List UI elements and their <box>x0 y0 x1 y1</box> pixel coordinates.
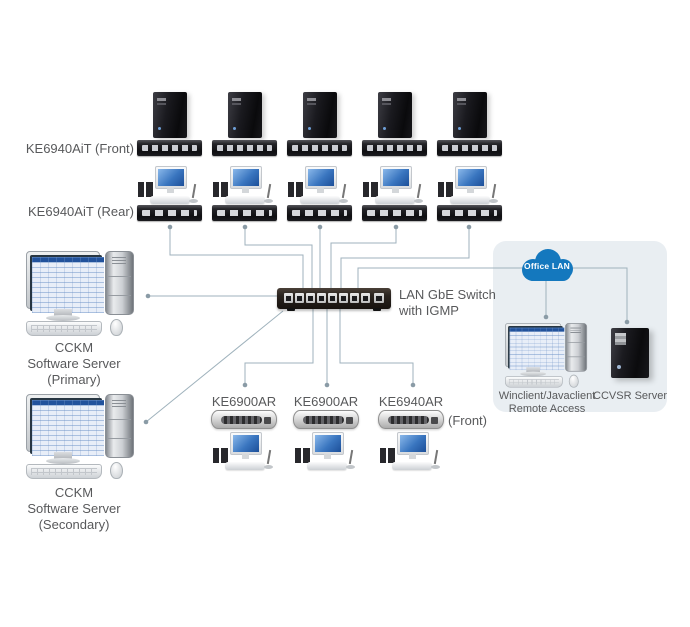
workstation-icon <box>438 166 501 204</box>
wire-rear5-to-switch <box>340 227 470 288</box>
ke6940ait-rear-unit-icon <box>212 205 277 221</box>
cckm-primary-computer-icon <box>26 251 138 339</box>
network-switch-icon <box>277 288 391 311</box>
label-ke6900ar-1: KE6900AR <box>211 394 277 409</box>
cckm-primary-line1: CCKM <box>54 340 94 355</box>
workstation-icon <box>213 432 276 470</box>
ke6940ait-front-unit-icon <box>437 140 502 156</box>
label-ke6940ait-rear: KE6940AiT (Rear) <box>28 204 134 219</box>
cckm-secondary-computer-icon <box>26 394 138 482</box>
switch-label-line1: LAN GbE Switch <box>399 287 496 302</box>
cckm-primary-line3: (Primary) <box>47 372 101 387</box>
ke6900ar-receiver-icon <box>293 410 359 429</box>
wire-switch-to-receiver1 <box>244 309 314 385</box>
label-cckm-secondary: CCKM Software Server (Secondary) <box>10 485 138 533</box>
ke6940ait-front-unit-icon <box>137 140 202 156</box>
label-front-note: (Front) <box>448 413 487 428</box>
ke6940ait-rear-unit-icon <box>137 205 202 221</box>
remote-access-line1: Winclient/Javaclient <box>498 390 596 402</box>
remote-access-line2: Remote Access <box>508 402 586 415</box>
kvm-column-3 <box>287 90 352 230</box>
wire-cckm-secondary-to-switch <box>145 310 284 423</box>
wire-cloud-to-ccvsr <box>570 267 628 322</box>
label-ke6940ait-front: KE6940AiT (Front) <box>25 141 134 156</box>
wire-rear1-to-switch <box>169 227 304 288</box>
wire-rear4-to-switch <box>330 227 397 288</box>
ke6940ait-rear-unit-icon <box>287 205 352 221</box>
ke6940ait-rear-unit-icon <box>362 205 427 221</box>
winclient-computer-icon <box>505 323 590 390</box>
tower-pc-icon <box>153 92 187 138</box>
cckm-secondary-line2: Software Server <box>27 501 121 516</box>
switch-uplink-port <box>374 293 384 303</box>
cckm-secondary-line1: CCKM <box>54 485 94 500</box>
kvm-column-4 <box>362 90 427 230</box>
label-cckm-primary: CCKM Software Server (Primary) <box>10 340 138 388</box>
label-ke6900ar-2: KE6900AR <box>293 394 359 409</box>
workstation-icon <box>288 166 351 204</box>
cckm-secondary-line3: (Secondary) <box>38 517 110 532</box>
ke6940ait-rear-unit-icon <box>437 205 502 221</box>
office-lan-cloud-icon: Office LAN <box>516 248 578 284</box>
wire-rear2-to-switch <box>244 227 313 288</box>
wire-switch-to-receiver3 <box>339 309 414 385</box>
kvm-column-1 <box>137 90 202 230</box>
label-ke6940ar: KE6940AR <box>378 394 444 409</box>
office-lan-label: Office LAN <box>524 261 570 271</box>
ke6940ar-receiver-icon <box>378 410 444 429</box>
kvm-column-2 <box>212 90 277 230</box>
ke6940ait-front-unit-icon <box>362 140 427 156</box>
cckm-primary-line2: Software Server <box>27 356 121 371</box>
wire-switch-to-cloud <box>357 267 523 288</box>
tower-pc-icon <box>228 92 262 138</box>
workstation-icon <box>363 166 426 204</box>
ke6940ait-front-unit-icon <box>212 140 277 156</box>
tower-pc-icon <box>303 92 337 138</box>
kvm-column-5 <box>437 90 502 230</box>
workstation-icon <box>213 166 276 204</box>
tower-pc-icon <box>453 92 487 138</box>
ke6900ar-receiver-icon <box>211 410 277 429</box>
label-switch: LAN GbE Switch with IGMP <box>399 287 496 319</box>
label-remote-access: Winclient/Javaclient Remote Access <box>492 390 602 415</box>
ke6940ait-front-unit-icon <box>287 140 352 156</box>
workstation-icon <box>380 432 443 470</box>
switch-ports <box>284 293 370 303</box>
workstation-icon <box>295 432 358 470</box>
tower-pc-icon <box>378 92 412 138</box>
ccvsr-server-icon <box>611 328 649 378</box>
switch-label-line2: with IGMP <box>399 303 459 318</box>
label-ccvsr-server: CCVSR Server <box>593 390 667 402</box>
workstation-icon <box>138 166 201 204</box>
